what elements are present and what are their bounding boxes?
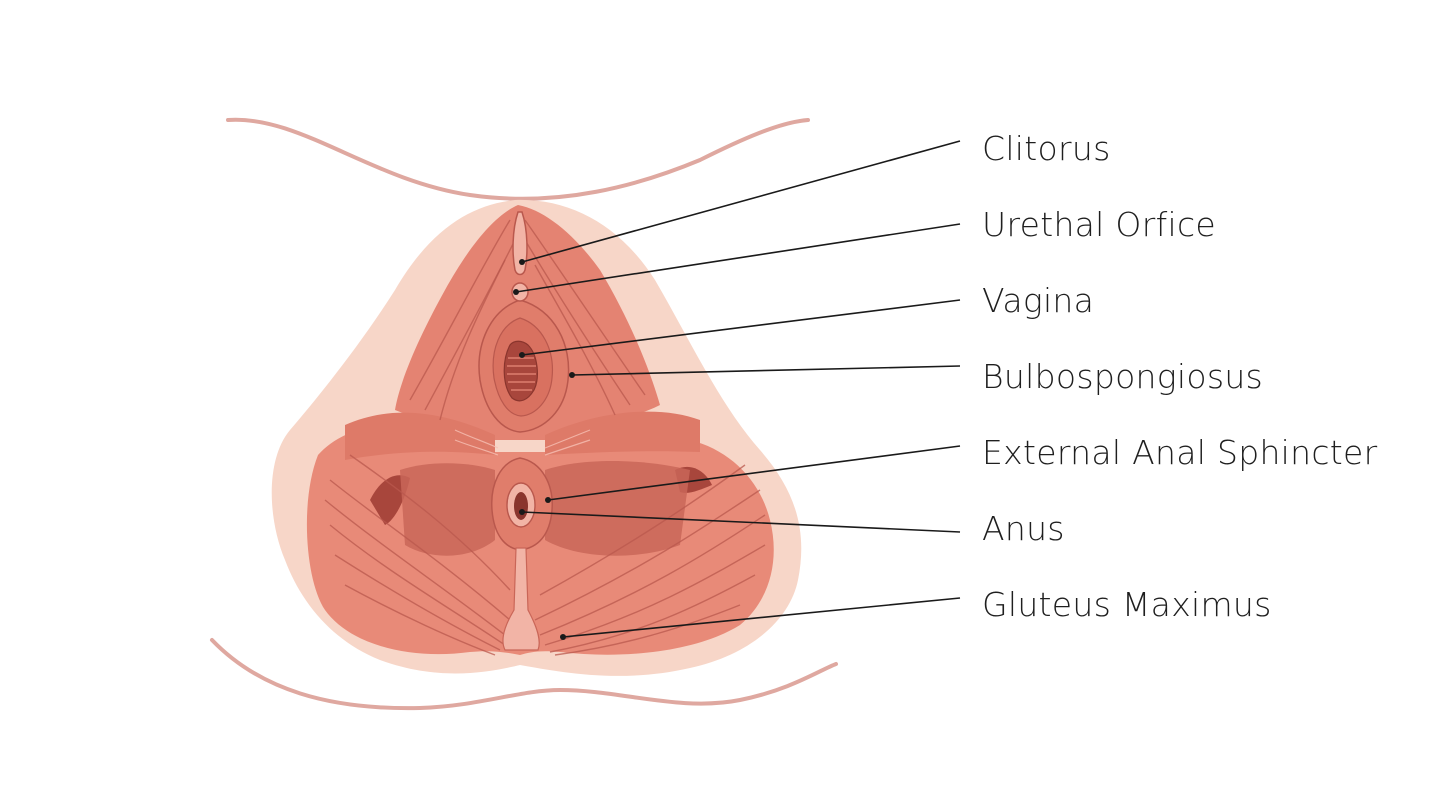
left-deep-shade xyxy=(400,463,495,556)
labels: Clitorus Urethal Orfice Vagina Bulbospon… xyxy=(982,129,1378,624)
left-ischial-fossa xyxy=(370,475,410,525)
anococcygeal-body xyxy=(502,547,540,651)
vaginal-rugae xyxy=(507,357,536,391)
left-transverse-muscle xyxy=(345,412,495,460)
label-clitorus: Clitorus xyxy=(982,129,1111,168)
label-bulbospongiosus: Bulbospongiosus xyxy=(982,357,1263,396)
vaginal-opening xyxy=(503,340,538,402)
label-urethal-orfice: Urethal Orfice xyxy=(982,205,1216,244)
right-transverse-muscle xyxy=(545,411,700,455)
label-external-anal-sphincter: External Anal Sphincter xyxy=(982,433,1378,472)
right-deep-shade xyxy=(545,461,690,556)
upper-body-contour xyxy=(226,117,810,201)
anal-opening xyxy=(514,492,528,520)
label-vagina: Vagina xyxy=(982,281,1094,320)
lower-body-contour xyxy=(210,638,838,711)
muscle-fibers xyxy=(324,219,766,656)
label-anus: Anus xyxy=(982,509,1065,548)
label-gluteus-maximus: Gluteus Maximus xyxy=(982,585,1272,624)
leader-lines xyxy=(513,140,961,640)
clitoris-structure xyxy=(512,211,528,276)
